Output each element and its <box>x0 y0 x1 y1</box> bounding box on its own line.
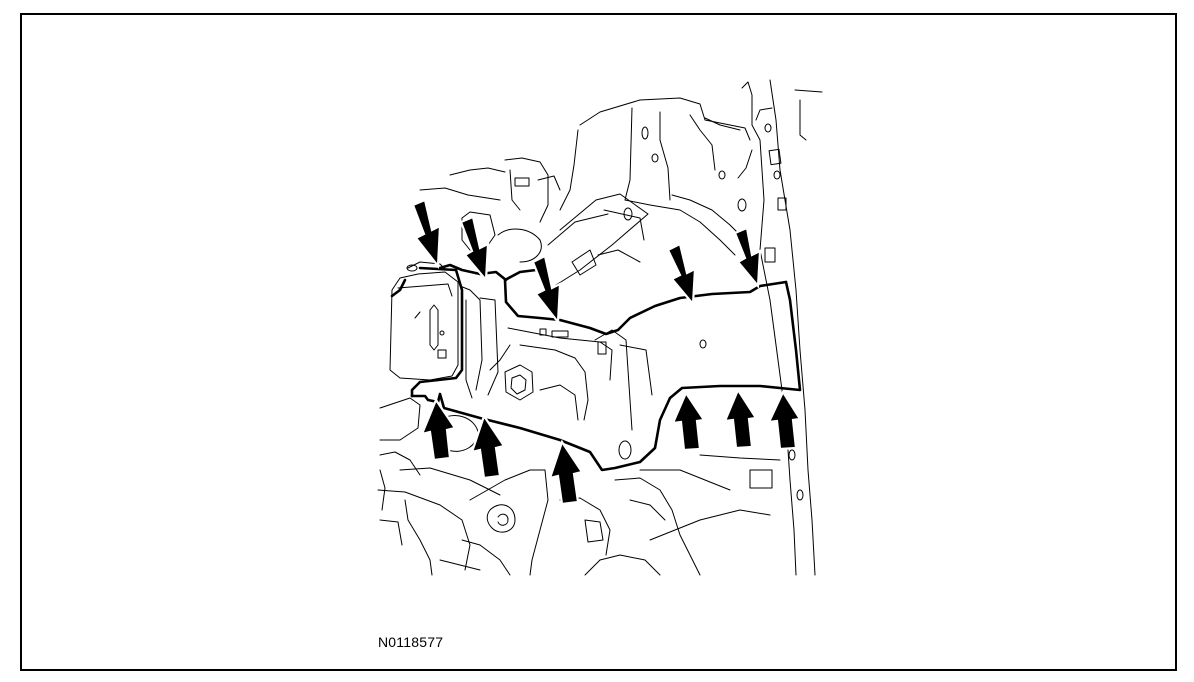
arrow-down-icon <box>459 215 490 283</box>
arrows-up <box>420 387 802 506</box>
figure-id-label: N0118577 <box>378 634 444 650</box>
arrow-down-icon <box>666 242 697 307</box>
vehicle-structure-linework <box>377 79 823 576</box>
arrow-up-icon <box>420 397 457 462</box>
arrow-up-icon <box>723 387 758 450</box>
arrows-down <box>411 198 762 325</box>
arrow-up-icon <box>548 439 584 506</box>
arrow-down-icon <box>733 226 762 289</box>
arrow-down-icon <box>411 198 442 269</box>
arrow-up-icon <box>767 389 802 451</box>
arrow-down-icon <box>531 254 562 325</box>
arrow-up-icon <box>470 413 506 480</box>
panel-outline <box>390 263 802 472</box>
arrow-up-icon <box>671 390 706 452</box>
